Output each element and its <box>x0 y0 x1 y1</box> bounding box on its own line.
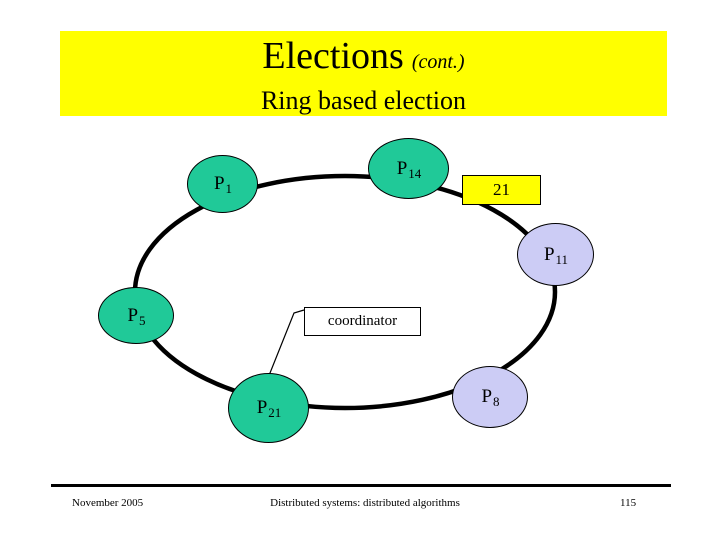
election-message-box[interactable]: 21 <box>462 175 541 205</box>
title-cont-text: (cont.) <box>411 51 465 73</box>
title-main-text: Elections <box>262 35 404 77</box>
ring-node-p5[interactable]: P5 <box>98 287 174 344</box>
ring-node-p14-subscript: 14 <box>408 165 422 181</box>
ring-node-p11-subscript: 11 <box>555 251 569 267</box>
ring-node-p21-subscript: 21 <box>268 405 282 420</box>
coordinator-leader-line <box>267 309 305 379</box>
footer-title: Distributed systems: distributed algorit… <box>270 497 460 509</box>
ring-node-p14-label: P14 <box>396 157 422 181</box>
ring-node-p1[interactable]: P1 <box>187 155 258 213</box>
ring-node-p11-label: P11 <box>543 243 569 267</box>
ring-node-p8-label: P8 <box>481 386 500 409</box>
coordinator-callout-box[interactable]: coordinator <box>304 307 421 336</box>
footer-date: November 2005 <box>72 497 144 509</box>
ring-node-p1-label: P1 <box>213 173 233 196</box>
ring-node-p1-subscript: 1 <box>225 181 233 196</box>
footer-divider <box>51 484 671 487</box>
footer-page-number: 115 <box>620 497 637 509</box>
slide-subtitle: Ring based election <box>260 86 467 115</box>
ring-node-p5-subscript: 5 <box>139 312 146 328</box>
title-band: Elections (cont.) Ring based election <box>60 31 667 116</box>
ring-node-p8-subscript: 8 <box>493 394 500 409</box>
ring-node-p21-label: P21 <box>256 397 282 420</box>
ring-node-p11[interactable]: P11 <box>517 223 594 286</box>
ring-node-p14[interactable]: P14 <box>368 138 449 199</box>
ring-node-p21[interactable]: P21 <box>228 373 309 443</box>
slide-title: Elections (cont.) <box>60 33 667 79</box>
ring-node-p5-label: P5 <box>127 304 146 328</box>
ring-node-p8[interactable]: P8 <box>452 366 528 428</box>
